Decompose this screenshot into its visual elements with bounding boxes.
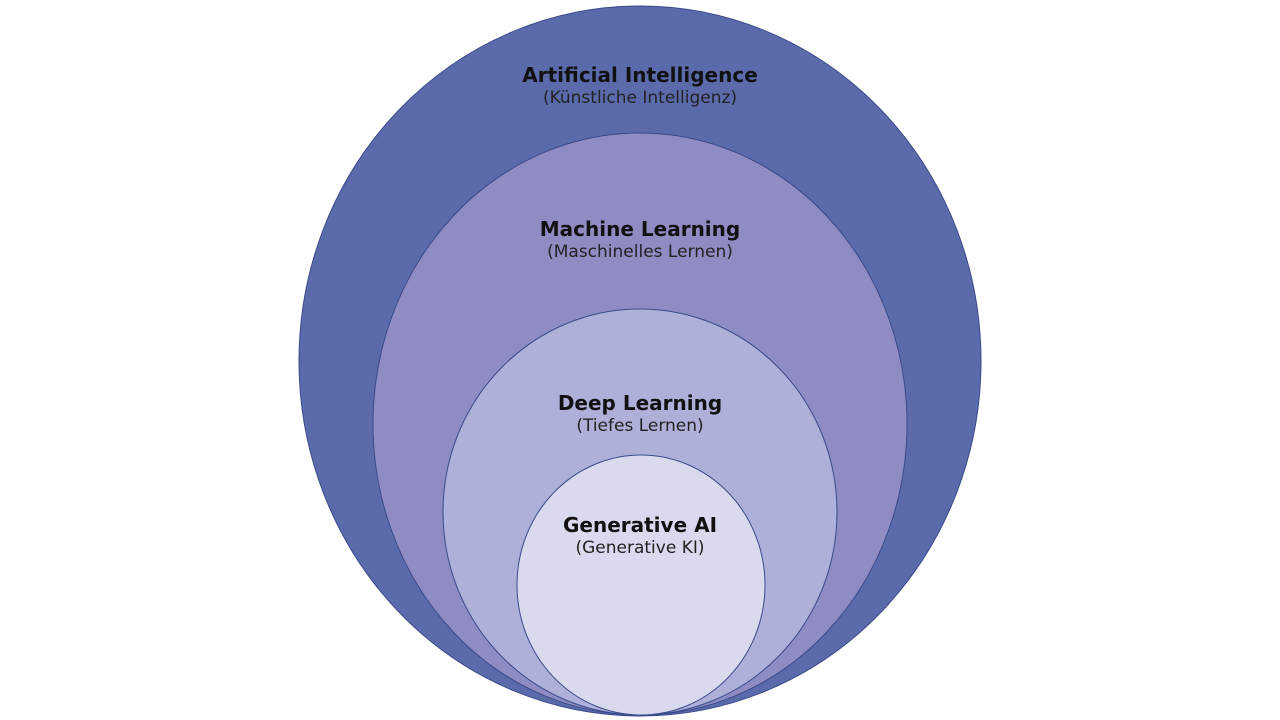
title-ai: Artificial Intelligence: [522, 63, 758, 87]
label-dl: Deep Learning (Tiefes Lernen): [440, 391, 840, 437]
label-ai: Artificial Intelligence (Künstliche Inte…: [440, 63, 840, 109]
circle-genai: [516, 454, 766, 716]
subtitle-genai: (Generative KI): [575, 538, 705, 558]
title-genai: Generative AI: [562, 513, 718, 537]
title-ml: Machine Learning: [539, 217, 741, 241]
subtitle-dl: (Tiefes Lernen): [576, 416, 704, 436]
subtitle-ml: (Maschinelles Lernen): [547, 242, 733, 262]
label-genai: Generative AI (Generative KI): [440, 513, 840, 559]
subtitle-ai: (Künstliche Intelligenz): [542, 88, 738, 108]
label-ml: Machine Learning (Maschinelles Lernen): [440, 217, 840, 263]
title-dl: Deep Learning: [557, 391, 723, 415]
